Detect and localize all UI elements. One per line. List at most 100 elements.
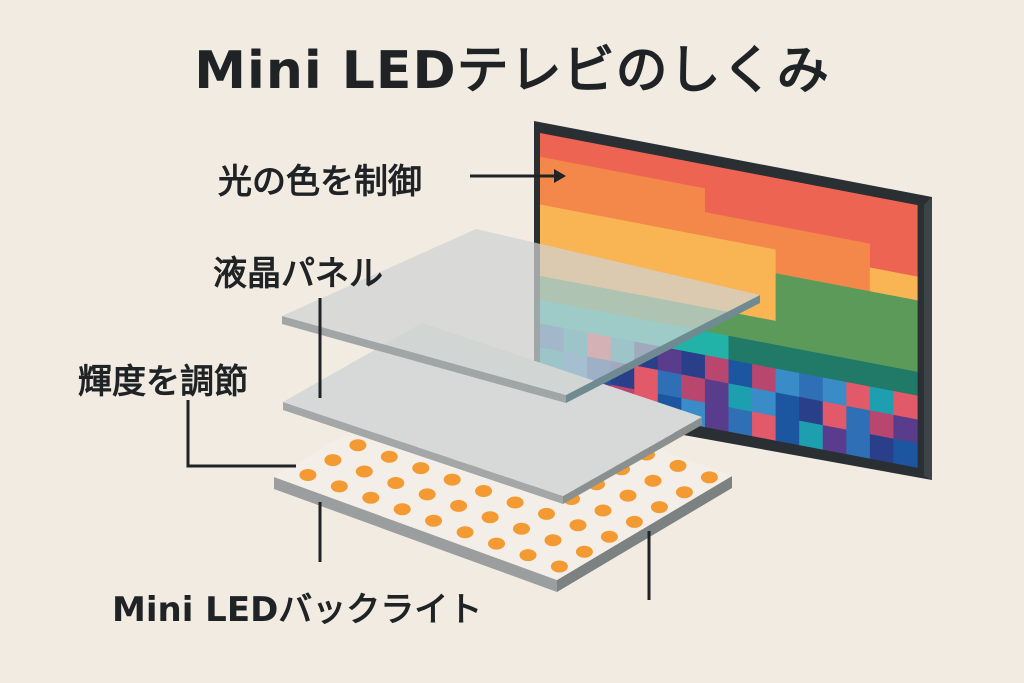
screen-pixel xyxy=(752,411,777,441)
screen-pixel xyxy=(869,243,895,273)
led-dot xyxy=(393,503,411,516)
screen-pixel xyxy=(752,364,777,394)
screen-pixel xyxy=(587,165,612,195)
screen-pixel xyxy=(893,224,918,254)
screen-pixel xyxy=(799,253,824,283)
screen-pixel xyxy=(563,137,588,167)
screen-pixel xyxy=(822,353,847,383)
led-dot xyxy=(324,454,342,467)
screen-pixel xyxy=(822,425,847,455)
screen-pixel xyxy=(728,407,753,437)
screen-pixel xyxy=(704,402,730,432)
screen-pixel xyxy=(775,225,800,255)
led-dot xyxy=(362,491,380,504)
lcd-panel xyxy=(282,229,760,403)
led-dot xyxy=(594,504,612,517)
led-dot xyxy=(669,459,687,472)
screen-pixel xyxy=(775,392,800,422)
diagram-title: Mini LEDテレビのしくみ xyxy=(194,41,830,101)
led-dot xyxy=(625,515,643,528)
screen-pixel xyxy=(846,215,871,245)
screen-pixel xyxy=(610,170,635,200)
led-dot xyxy=(513,522,530,535)
led-dot xyxy=(481,511,499,524)
led-dot xyxy=(538,507,555,520)
led-dot xyxy=(387,477,405,489)
led-dot xyxy=(475,485,493,497)
screen-pixel xyxy=(799,301,824,331)
screen-pixel xyxy=(657,203,682,233)
screen-pixel xyxy=(799,396,824,426)
screen-pixel xyxy=(893,343,918,373)
screen-pixel xyxy=(846,429,871,459)
screen-pixel xyxy=(799,277,824,307)
screen-pixel xyxy=(634,174,659,204)
screen-pixel xyxy=(822,210,847,240)
screen-pixel xyxy=(657,179,682,209)
screen-pixel xyxy=(657,226,682,256)
screen-pixel xyxy=(846,405,871,435)
screen-pixel xyxy=(822,282,847,312)
screen-pixel xyxy=(775,297,800,327)
screen-pixel xyxy=(587,213,612,243)
screen-pixel xyxy=(704,331,730,361)
led-dot xyxy=(550,560,568,573)
screen-pixel xyxy=(752,316,777,346)
screen-pixel xyxy=(822,234,847,264)
screen-pixel xyxy=(728,311,753,341)
screen-pixel xyxy=(893,248,918,278)
screen-pixel xyxy=(681,255,706,285)
screen-pixel xyxy=(775,320,800,350)
screen-pixel xyxy=(540,180,565,210)
led-dot xyxy=(380,450,398,463)
screen-pixel xyxy=(775,273,800,303)
screen-pixel xyxy=(775,178,800,208)
screen-pixel xyxy=(846,382,871,412)
screen-pixel xyxy=(540,204,565,234)
led-dot xyxy=(330,480,348,493)
led-dot xyxy=(650,501,668,514)
screen-pixel xyxy=(846,262,871,292)
screen-pixel xyxy=(540,133,565,163)
screen-pixel xyxy=(846,286,871,316)
led-dot xyxy=(506,496,524,509)
led-dot xyxy=(299,469,317,481)
screen-pixel xyxy=(634,222,659,252)
screen-pixel xyxy=(728,169,753,199)
arrow-head-icon xyxy=(554,169,566,183)
screen-pixel xyxy=(704,235,730,265)
screen-pixel xyxy=(869,219,895,249)
label-brightness: 輝度を調節 xyxy=(78,362,248,402)
screen-pixel xyxy=(893,438,918,468)
screen-pixel xyxy=(728,192,753,222)
screen-pixel xyxy=(704,188,730,218)
screen-pixel xyxy=(799,373,824,403)
screen-pixel xyxy=(799,349,824,379)
screen-pixel xyxy=(728,216,753,246)
led-dot xyxy=(569,519,587,532)
screen-pixel xyxy=(657,250,682,280)
screen-pixel xyxy=(610,217,635,247)
screen-pixel xyxy=(752,197,777,227)
screen-pixel xyxy=(893,295,918,325)
screen-pixel xyxy=(681,350,706,380)
screen-pixel xyxy=(893,391,918,421)
screen-pixel xyxy=(846,191,871,221)
screen-pixel xyxy=(869,434,895,464)
screen-pixel xyxy=(775,201,800,231)
screen-pixel xyxy=(728,335,753,365)
screen-pixel xyxy=(869,410,895,440)
screen-pixel xyxy=(563,161,588,191)
screen-pixel xyxy=(869,338,895,368)
led-dot xyxy=(412,462,430,475)
screen-pixel xyxy=(846,310,871,340)
screen-pixel xyxy=(610,146,635,176)
screen-pixel xyxy=(799,420,824,450)
led-dot xyxy=(644,474,662,487)
diffuser-panel xyxy=(283,323,702,504)
screen-pixel xyxy=(752,173,777,203)
screen-pixel xyxy=(775,344,800,374)
screen-pixel xyxy=(752,244,777,274)
screen-pixel xyxy=(587,189,612,219)
screen-pixel xyxy=(799,230,824,260)
